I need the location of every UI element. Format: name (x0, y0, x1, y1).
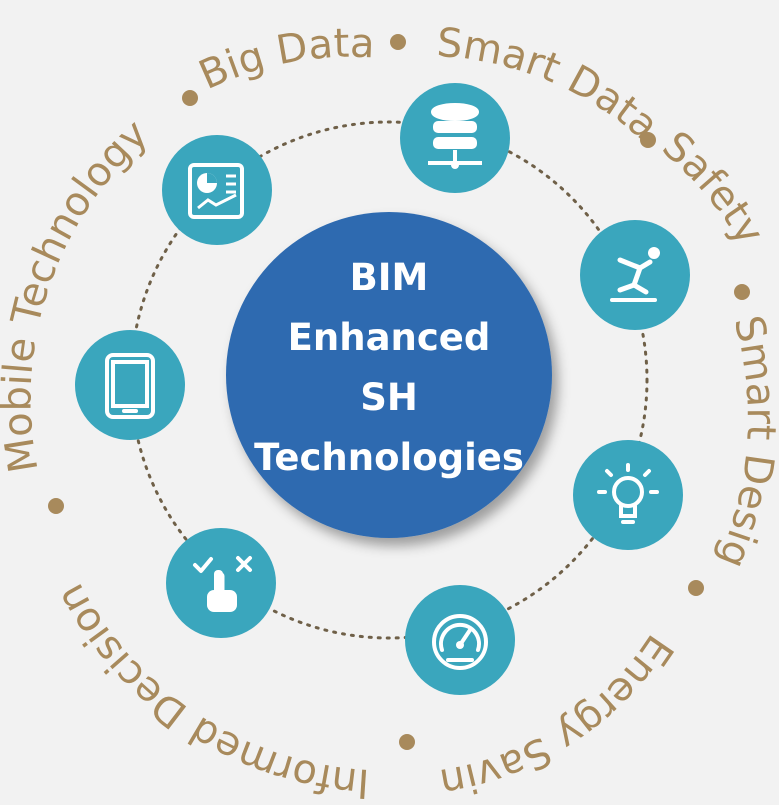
separator-dot (734, 284, 750, 300)
database-network-icon (428, 103, 482, 169)
hub-line-1: BIM (350, 256, 429, 299)
analytics-dashboard-icon (188, 163, 244, 219)
falling-person-icon (610, 247, 660, 302)
hub-line-3: SH (360, 376, 418, 419)
ring-label-safety: Safety (654, 123, 773, 253)
hub-line-4: Technologies (254, 436, 524, 479)
node-circle (573, 440, 683, 550)
separator-dot (399, 734, 415, 750)
separator-dot (48, 498, 64, 514)
node-mobile-technology (75, 330, 185, 440)
ring-label-big-data: Big Data (192, 21, 375, 99)
node-informed-decision (166, 528, 276, 638)
separator-dot (688, 580, 704, 596)
node-circle (75, 330, 185, 440)
ring-separator-dots (48, 34, 750, 750)
separator-dot (640, 132, 656, 148)
separator-dot (182, 90, 198, 106)
svg-text:Safety: Safety (654, 123, 773, 253)
hub-circle (226, 212, 552, 538)
svg-text:Big Data: Big Data (192, 21, 375, 99)
hub-line-2: Enhanced (288, 316, 491, 359)
node-energy-saving (405, 585, 515, 695)
node-analytics (162, 135, 272, 245)
node-circle (162, 135, 272, 245)
separator-dot (390, 34, 406, 50)
node-smart-design (573, 440, 683, 550)
central-hub: BIM Enhanced SH Technologies (226, 212, 552, 538)
tablet-icon (105, 353, 155, 419)
touch-select-icon (193, 556, 252, 612)
lightbulb-icon (597, 463, 659, 524)
node-circle (405, 585, 515, 695)
node-database (400, 83, 510, 193)
node-safety (580, 220, 690, 330)
speedometer-icon (432, 614, 488, 670)
